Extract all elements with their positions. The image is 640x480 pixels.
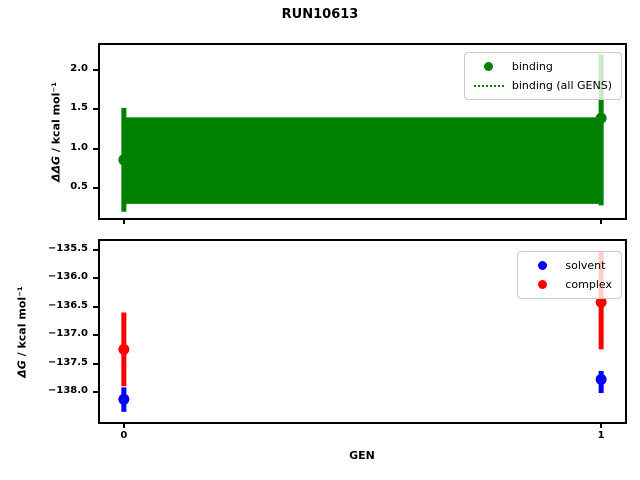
legend-dg: solvent complex bbox=[517, 251, 622, 299]
legend-sample bbox=[472, 62, 506, 71]
plot-area-top bbox=[118, 54, 607, 212]
y-tick-mark bbox=[93, 69, 100, 72]
y-axis-label-symbol: ΔG bbox=[15, 360, 29, 378]
y-axis-label-units: / kcal mol⁻¹ bbox=[15, 286, 29, 361]
y-tick-mark bbox=[93, 390, 100, 393]
legend-entry-binding: binding bbox=[472, 58, 612, 75]
x-tick-mark bbox=[600, 422, 603, 428]
y-tick-mark bbox=[93, 277, 100, 280]
y-axis-label-dg: ΔG / kcal mol⁻¹ bbox=[16, 286, 29, 378]
binding-marker-icon bbox=[484, 62, 494, 71]
y-tick-mark bbox=[93, 249, 100, 252]
y-tick-label: −136.5 bbox=[47, 299, 88, 311]
x-tick-label: 1 bbox=[597, 430, 605, 441]
y-axis-label-symbol: ΔΔG bbox=[49, 155, 63, 183]
y-tick-label: −136.0 bbox=[47, 271, 88, 283]
uncertainty-band bbox=[123, 117, 602, 204]
solvent-marker-icon bbox=[537, 261, 547, 270]
y-tick-label: 2.0 bbox=[70, 63, 88, 75]
x-tick-label: 0 bbox=[120, 430, 128, 441]
y-tick-label: −137.5 bbox=[47, 356, 88, 368]
axes-bottom-dg bbox=[98, 239, 627, 424]
y-tick-label: −137.0 bbox=[47, 328, 88, 340]
legend-label: binding (all GENS) bbox=[511, 79, 612, 92]
legend-entry-solvent: solvent bbox=[525, 257, 612, 274]
legend-label: solvent bbox=[565, 259, 606, 272]
x-axis-label: GEN bbox=[349, 449, 375, 462]
complex-data-point bbox=[118, 343, 130, 355]
y-tick-label: −138.0 bbox=[47, 384, 88, 396]
x-tick-mark bbox=[122, 218, 125, 224]
y-tick-mark bbox=[93, 362, 100, 365]
legend-binding: binding binding (all GENS) bbox=[463, 52, 622, 100]
y-tick-mark bbox=[93, 187, 100, 190]
solvent-data-point bbox=[118, 393, 130, 405]
legend-sample bbox=[472, 84, 506, 87]
y-tick-mark bbox=[93, 305, 100, 308]
binding-data-point bbox=[595, 112, 607, 124]
legend-label: complex bbox=[565, 278, 612, 291]
figure-title: RUN10613 bbox=[281, 7, 359, 22]
dotted-line-icon bbox=[473, 84, 504, 87]
legend-sample bbox=[525, 261, 559, 270]
legend-label: binding bbox=[511, 60, 553, 73]
y-tick-mark bbox=[93, 334, 100, 337]
axes-top-binding bbox=[98, 43, 627, 220]
complex-marker-icon bbox=[537, 280, 547, 289]
y-tick-label: 1.5 bbox=[70, 102, 88, 114]
y-tick-label: 0.5 bbox=[70, 181, 88, 193]
y-tick-label: 1.0 bbox=[70, 141, 88, 153]
x-tick-mark bbox=[122, 422, 125, 428]
legend-entry-complex: complex bbox=[525, 276, 612, 293]
x-tick-mark bbox=[600, 218, 603, 224]
solvent-data-point bbox=[595, 373, 607, 385]
legend-entry-binding-all-gens: binding (all GENS) bbox=[472, 77, 612, 94]
complex-data-point bbox=[595, 296, 607, 308]
y-tick-mark bbox=[93, 108, 100, 111]
legend-sample bbox=[525, 280, 559, 289]
y-tick-label: −135.5 bbox=[47, 243, 88, 255]
y-tick-mark bbox=[93, 147, 100, 150]
y-axis-label-ddg: ΔΔG / kcal mol⁻¹ bbox=[50, 82, 63, 182]
binding-data-point bbox=[118, 154, 130, 166]
